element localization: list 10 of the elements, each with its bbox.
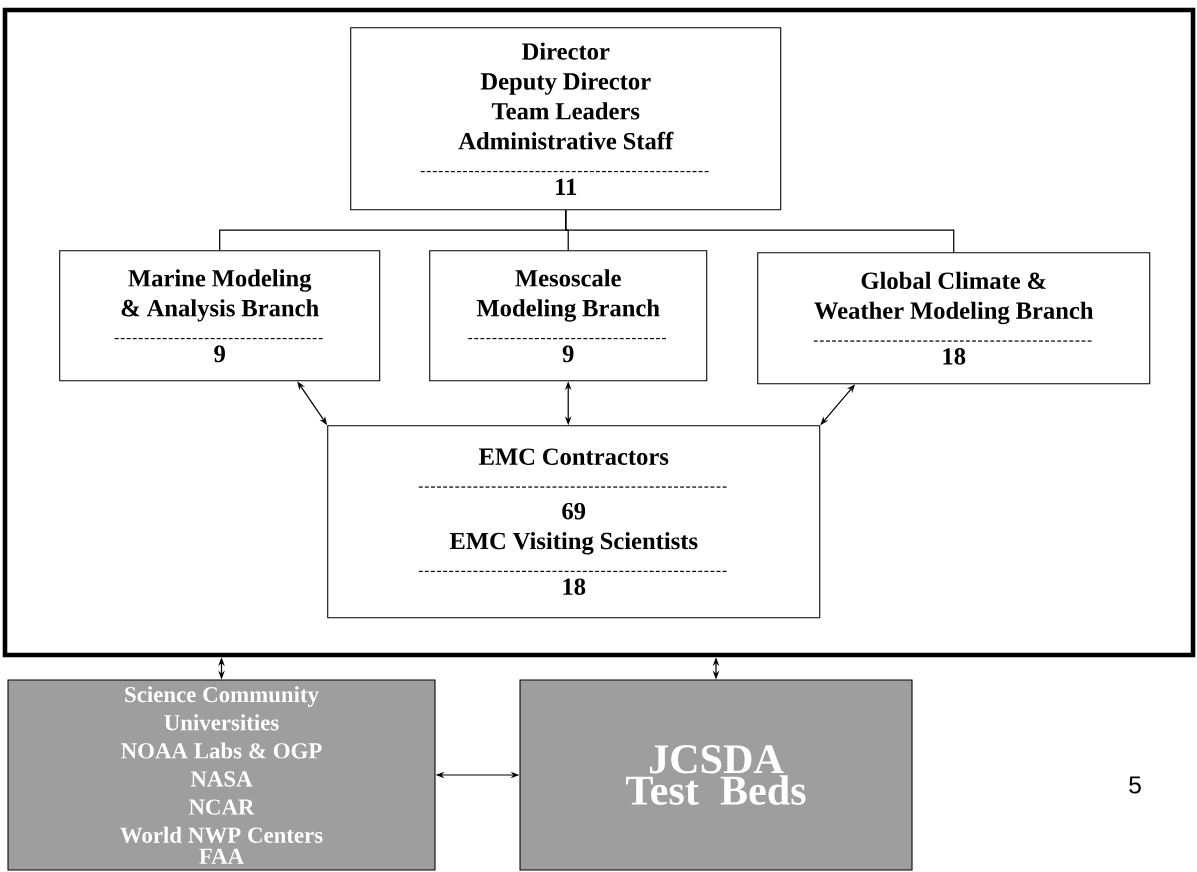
org-box: Mesoscale Modeling Branch 9 [429, 250, 708, 382]
connector-line [565, 209, 955, 253]
org-box: EMC Contractors 69 EMC Visiting Scientists 18 [327, 425, 821, 619]
org-box: Marine Modeling & Analysis Branch 9 [59, 250, 381, 382]
partner-box: JCSDA Test Beds [519, 679, 913, 871]
org-box: Director Deputy Director Team Leaders Administrative Staff 11 [350, 27, 782, 211]
outer-frame [2, 7, 1196, 658]
page-number: 5 [1129, 776, 1141, 794]
partner-box: Science Community Universities NOAA Labs & OGP NASA NCAR World NWP Centers FAA [7, 679, 436, 871]
org-box: Global Climate & Weather Modeling Branch 18 [757, 252, 1151, 385]
